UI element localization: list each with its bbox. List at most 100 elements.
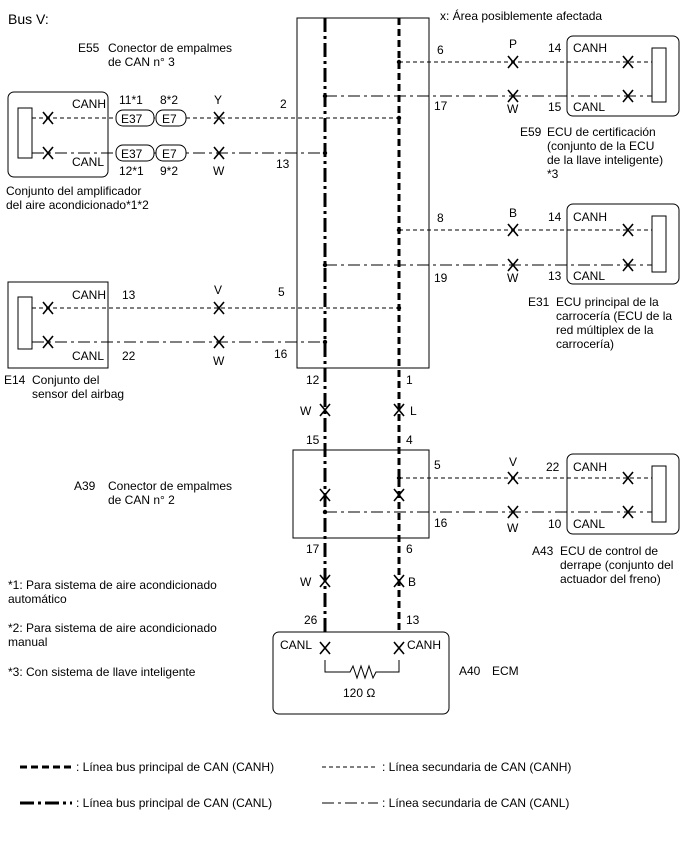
cert-pin-h: 14	[548, 41, 562, 55]
ecm-pin-l: 26	[304, 613, 318, 627]
airbag-wire-l: W	[213, 354, 225, 368]
airbag-sensor-ecu-symbol	[17, 296, 33, 350]
hub-pin-13: 13	[276, 157, 290, 171]
affected-area-note: x: Área posiblemente afectada	[440, 8, 602, 23]
skid-wire-l: W	[507, 521, 519, 535]
aircon-canl-label: CANL	[72, 155, 104, 169]
cert-canh-label: CANH	[573, 41, 607, 55]
skid-canh-label: CANH	[573, 460, 607, 474]
e55-name-line1: Conector de empalmes	[108, 41, 232, 55]
aircon-pin-h2: 8*2	[160, 93, 178, 107]
aircon-amplifier-ecu-symbol	[17, 107, 33, 159]
skid-name-line3: actuador del freno)	[560, 572, 661, 586]
aircon-name-line1: Conjunto del amplificador	[6, 184, 141, 198]
cert-name-line3: de la llave inteligente)	[547, 153, 663, 167]
trunk-wire-w2: W	[300, 575, 312, 589]
ecm-pin-h: 13	[406, 613, 420, 627]
aircon-pin-l2: 9*2	[160, 164, 178, 178]
a39-pin-4: 4	[406, 433, 413, 447]
ecm-box	[272, 631, 450, 715]
body-name-line4: carrocería)	[556, 337, 614, 351]
note-1-line1: *1: Para sistema de aire acondicionado	[8, 578, 217, 592]
skid-code: A43	[532, 544, 554, 558]
legend-main-canl: : Línea bus principal de CAN (CANL)	[76, 796, 272, 810]
aircon-connector-e37-l	[115, 144, 155, 162]
airbag-pin-h: 13	[122, 288, 136, 302]
resistor-label: 120 Ω	[343, 686, 375, 700]
a39-canh-fault-mark	[393, 488, 405, 502]
hub-pin-2: 2	[280, 97, 287, 111]
aircon-connector-e37-h	[115, 109, 155, 127]
legend-main-canh: : Línea bus principal de CAN (CANH)	[76, 760, 274, 774]
skid-pin-h: 22	[546, 460, 560, 474]
body-name-line1: ECU principal de la	[556, 295, 659, 309]
main-body-ecu-box	[566, 203, 680, 285]
trunk-wire-b2: B	[408, 575, 416, 589]
aircon-canh-label: CANH	[72, 97, 106, 111]
airbag-code: E14	[4, 373, 26, 387]
aircon-name-line2: del aire acondicionado*1*2	[6, 198, 149, 212]
body-code: E31	[528, 295, 550, 309]
hub-pin-1: 1	[406, 373, 413, 387]
body-canh-label: CANH	[573, 210, 607, 224]
hub-pin-16: 16	[274, 347, 288, 361]
cert-wire-h-fault-mark	[507, 55, 519, 69]
ecm-name: ECM	[492, 664, 519, 678]
hub-pin-19: 19	[434, 271, 448, 285]
airbag-name-line2: sensor del airbag	[32, 387, 124, 401]
note-2-line1: *2: Para sistema de aire acondicionado	[8, 621, 217, 635]
hub-pin-6: 6	[437, 43, 444, 57]
cert-pin-l: 15	[548, 100, 562, 114]
note-1-line2: automático	[8, 592, 67, 606]
skid-wire-h-fault-mark	[507, 471, 519, 485]
body-wire-h-fault-mark	[507, 223, 519, 237]
terminating-resistor	[324, 660, 400, 680]
aircon-connector-e7-h	[155, 109, 187, 127]
body-name-line2: carrocería (ECU de la	[556, 309, 672, 323]
body-name-line3: red múltiplex de la	[556, 323, 654, 337]
a39-pin-15: 15	[306, 433, 320, 447]
skid-pin-l: 10	[548, 517, 562, 531]
conn-e37-label-h: E37	[121, 112, 143, 126]
a39-name-line2: de CAN n° 2	[108, 493, 175, 507]
a39-junction-box	[292, 449, 430, 539]
e55-junction-box	[296, 17, 430, 369]
aircon-wire-l: W	[213, 164, 225, 178]
skid-control-ecu-box	[566, 453, 680, 535]
skid-name-line1: ECU de control de	[560, 544, 658, 558]
aircon-amplifier-box	[7, 91, 109, 178]
cert-name-line4: *3	[547, 167, 559, 181]
a39-pin-6: 6	[406, 542, 413, 556]
aircon-pin-h1: 11*1	[119, 93, 143, 107]
a39-pin-17: 17	[306, 542, 320, 556]
cert-wire-h: P	[509, 37, 517, 51]
skid-wire-h: V	[509, 455, 517, 469]
cert-name-line1: ECU de certificación	[547, 125, 656, 139]
body-canl-label: CANL	[573, 269, 605, 283]
airbag-name-line1: Conjunto del	[32, 373, 99, 387]
aircon-pin-l1: 12*1	[119, 164, 144, 178]
skid-control-ecu-symbol	[651, 465, 667, 523]
ecm-canh-label: CANH	[407, 638, 441, 652]
skid-canl-label: CANL	[573, 517, 605, 531]
trunk-wire-w1: W	[300, 404, 312, 418]
hub-pin-17: 17	[434, 99, 448, 113]
airbag-wire-h: V	[214, 283, 222, 297]
conn-e7-label-l: E7	[162, 147, 177, 161]
skid-name-line2: derrape (conjunto del	[560, 558, 673, 572]
cert-canl-label: CANL	[573, 100, 605, 114]
body-pin-l: 13	[548, 269, 562, 283]
conn-e7-label-h: E7	[162, 112, 177, 126]
airbag-sensor-box	[7, 281, 109, 369]
hub-pin-5: 5	[278, 285, 285, 299]
a39-pin-16: 16	[434, 516, 448, 530]
aircon-connector-e7-l	[155, 144, 187, 162]
cert-wire-l: W	[507, 102, 519, 116]
e55-name-line2: de CAN n° 3	[108, 55, 175, 69]
note-3: *3: Con sistema de llave inteligente	[8, 665, 196, 679]
legend-sub-canh: : Línea secundaria de CAN (CANH)	[382, 760, 571, 774]
body-wire-l: W	[507, 271, 519, 285]
cert-code: E59	[520, 125, 542, 139]
note-2-line2: manual	[8, 635, 47, 649]
